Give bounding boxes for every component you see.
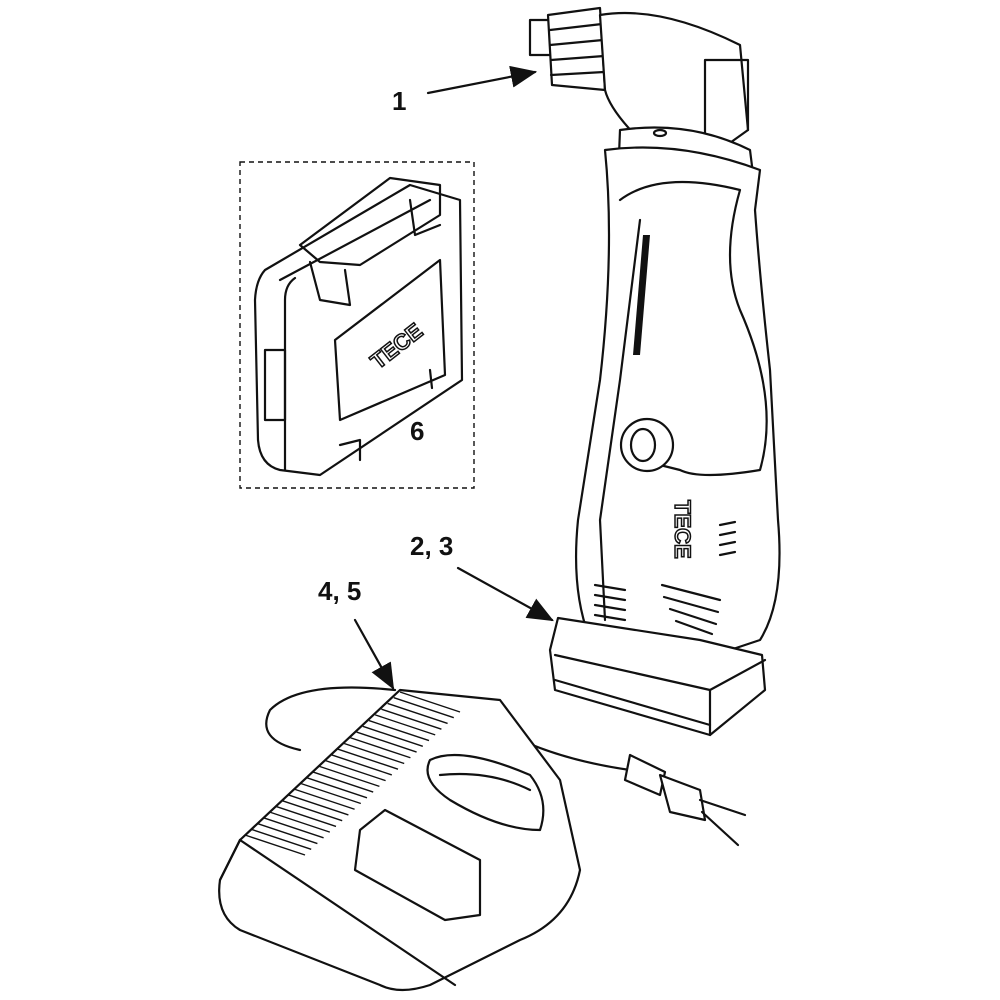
vent-rib [374,714,436,736]
vent-rib [393,697,455,719]
vent-rib [356,731,417,753]
label-case: 6 [410,416,424,446]
vent-rib [300,782,362,805]
vent-rib [312,771,374,793]
vent-rib [337,748,399,770]
vent-rib [275,805,337,828]
vent-rib [250,828,312,850]
label-charger: 4, 5 [318,576,361,606]
vent-rib [381,708,442,730]
leader-arrow-1 [426,65,538,95]
case-dashed-frame [239,161,475,489]
vent-rib [269,811,331,833]
charger-vent-ribs [244,691,461,856]
vent-rib [331,754,393,776]
vent-rib [362,725,424,747]
vent-rib [319,765,380,788]
tool-logo: TECE [670,500,695,559]
leader-arrow-2-3 [456,566,554,622]
vent-rib [325,759,386,782]
vent-rib [263,817,324,839]
label-tool-head: 1 [392,86,406,116]
vent-rib [281,800,343,822]
press-tool: TECE [528,6,781,737]
vent-rib [306,777,368,799]
vent-rib [244,834,306,856]
vent-rib [399,691,461,713]
handle-text-stripe [633,235,650,355]
vent-rib [294,788,355,810]
carry-case: TECE [239,161,475,489]
label-battery: 2, 3 [410,531,453,561]
vent-rib [350,737,411,759]
vent-rib [257,822,318,845]
vent-rib [288,794,349,816]
leader-arrow-4-5 [353,618,395,690]
charger [218,686,747,992]
vent-rib [343,742,405,765]
vent-rib [387,702,448,725]
vent-rib [368,719,430,742]
